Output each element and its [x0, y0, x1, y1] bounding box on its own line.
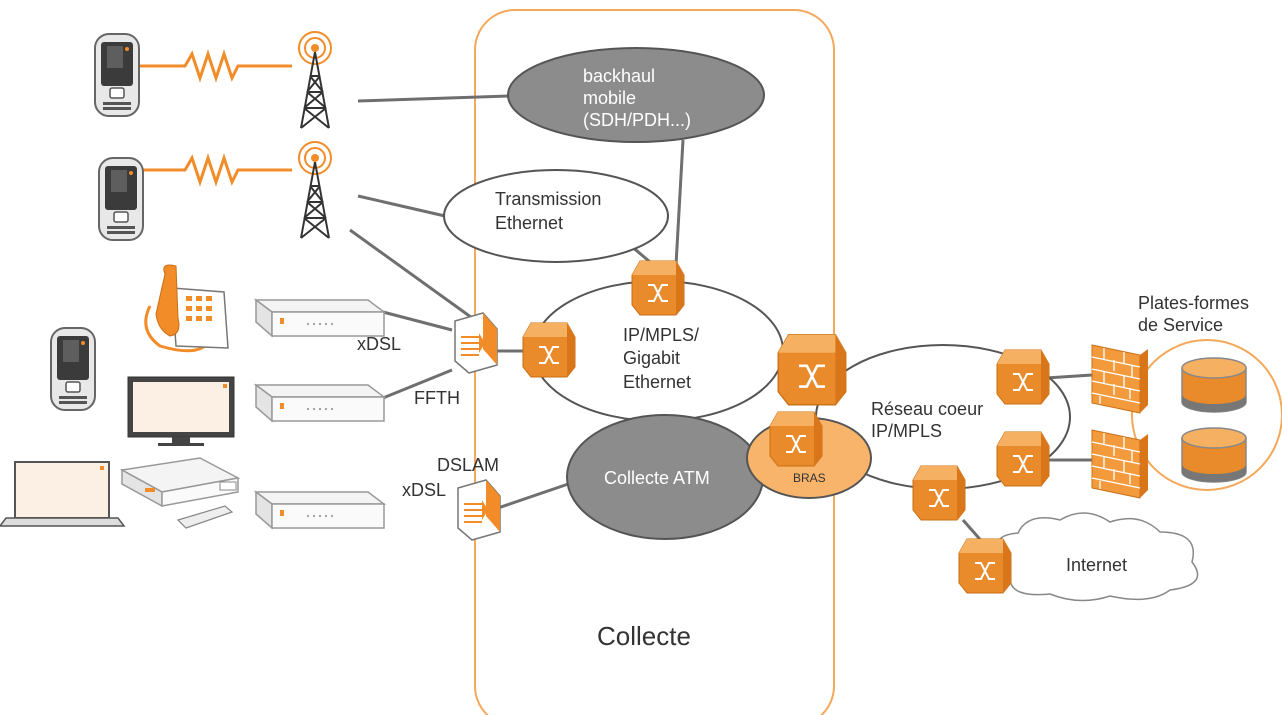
- router-hexagon-icon: [769, 411, 823, 467]
- core-network-label-line2: IP/MPLS: [871, 421, 942, 441]
- mobile-phone-icon: [94, 33, 140, 117]
- dslam-icon: [454, 312, 498, 374]
- database-server-icon: [1181, 357, 1247, 413]
- service-platforms-label-line1: Plates-formes: [1138, 293, 1249, 313]
- internet-label: Internet: [1066, 555, 1127, 575]
- router-hexagon-icon: [631, 260, 685, 316]
- router-hexagon-icon: [958, 538, 1012, 594]
- backhaul-label-line2: mobile: [583, 88, 636, 108]
- ffth-label: FFTH: [414, 388, 460, 408]
- internet-cloud: [993, 512, 1199, 602]
- livebox-modem-icon: [255, 384, 385, 422]
- ipmpls-label-line3: Ethernet: [623, 372, 691, 392]
- set-top-box-icon: [119, 457, 241, 529]
- backhaul-label-line3: (SDH/PDH...): [583, 110, 691, 130]
- mobile-phone-icon: [98, 157, 144, 241]
- mobile-phone-icon: [50, 327, 96, 411]
- dslam-icon: [457, 479, 501, 541]
- firewall-icon: [1091, 344, 1149, 414]
- xdsl-bottom-label: xDSL: [402, 480, 446, 500]
- dslam-label: DSLAM: [437, 455, 499, 475]
- ipmpls-label-line1: IP/MPLS/: [623, 325, 699, 345]
- desk-phone-icon: [144, 264, 229, 353]
- core-network-label-line1: Réseau coeur: [871, 399, 983, 419]
- service-platforms-circle: [1131, 339, 1282, 491]
- radio-links: [140, 49, 292, 187]
- tv-icon: [127, 376, 235, 446]
- router-hexagon-icon: [776, 333, 848, 407]
- router-hexagon-icon: [996, 349, 1050, 405]
- transmission-label-line2: Ethernet: [495, 213, 563, 233]
- livebox-modem-icon: [255, 491, 385, 529]
- backhaul-cloud: [507, 47, 765, 143]
- collecte-atm-label: Collecte ATM: [604, 468, 710, 488]
- backhaul-label-line1: backhaul: [583, 66, 655, 86]
- livebox-modem-icon: [255, 299, 385, 337]
- bras-label: BRAS: [793, 471, 826, 485]
- router-hexagon-icon: [912, 465, 966, 521]
- connection-lines: [349, 94, 1093, 546]
- router-hexagon-icon: [522, 322, 576, 378]
- collecte-title: Collecte: [597, 621, 691, 651]
- service-platforms-label-line2: de Service: [1138, 315, 1223, 335]
- ipmpls-label-line2: Gigabit: [623, 348, 680, 368]
- radio-antenna-icon: [298, 31, 332, 129]
- router-hexagon-icon: [996, 431, 1050, 487]
- xdsl-top-label: xDSL: [357, 334, 401, 354]
- database-server-icon: [1181, 427, 1247, 483]
- laptop-icon: [0, 461, 126, 527]
- firewall-icon: [1091, 429, 1149, 499]
- transmission-cloud: [443, 169, 669, 263]
- transmission-label-line1: Transmission: [495, 189, 601, 209]
- radio-antenna-icon: [298, 141, 332, 239]
